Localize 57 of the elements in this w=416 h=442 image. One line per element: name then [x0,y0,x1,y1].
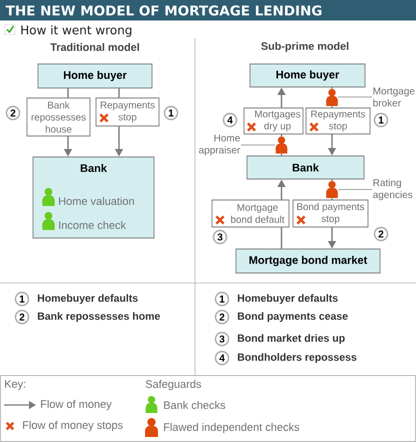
note-text: Bondholders repossess [238,353,356,363]
legend-label: Flow of money stops [23,420,123,432]
callout-number: 1 [14,292,30,306]
leader-line [338,96,372,98]
callout-number: 2 [374,226,388,242]
callout-number: 2 [214,310,230,324]
connector-line [67,88,69,98]
process-box: Bank [246,156,364,180]
person-icon [276,136,288,154]
checkbox-label: How it went wrong [21,25,132,37]
step-box: Repayments stop [96,98,160,126]
legend-label: Flow of money [41,400,112,410]
legend-heading: Key: [5,380,26,390]
connector-line [280,154,282,156]
process-box: Mortgage bond market [236,248,380,274]
annotation-text: Mortgage broker [373,88,414,106]
annotation-text: Rating agencies [373,178,412,200]
annotation-text: Home appraiser [199,134,240,156]
connector-line [331,87,333,89]
step-box: Bond payments stop [292,200,368,228]
note-text: Homebuyer defaults [38,294,138,304]
step-box: Mortgage bond default [212,200,290,228]
person-icon [326,181,338,198]
legend-label: Bank checks [164,400,226,410]
note-text: Homebuyer defaults [238,294,338,304]
connector-line [331,106,333,108]
legend-heading: Safeguards [146,380,202,390]
step-box: Mortgages dry up [244,108,304,134]
callout-number: 3 [214,332,230,346]
legend-label: Flawed independent checks [164,422,300,434]
step-box: Bank repossesses house [26,98,90,136]
process-box: Home buyer [38,64,152,88]
leader-line [338,189,372,190]
section-heading: Sub-prime model [261,42,348,52]
callout-number: 1 [374,112,388,128]
callout-number: 4 [214,350,230,366]
step-box: Repayments stop [306,108,370,134]
section-heading: Traditional model [50,43,139,51]
callout-number: 1 [214,292,230,306]
connector-line [280,134,282,136]
callout-number: 3 [212,230,228,244]
callout-number: 2 [6,106,20,120]
connector-line [331,179,333,181]
leader-line [240,144,276,146]
person-icon [326,89,338,106]
connector-line [118,88,120,98]
note-text: Bank repossesses home [38,312,160,322]
callout-number: 4 [222,112,238,128]
connector-line [280,227,282,249]
title-bar: THE NEW MODEL OF MORTGAGE LENDING [0,0,416,20]
connector-line [331,198,333,200]
note-text: Bond market dries up [238,334,345,344]
process-box: Home buyer [250,64,366,88]
callout-number: 1 [164,106,178,120]
note-text: Bond payments cease [238,312,348,322]
process-box: Bank Home valuation Income check [32,156,154,238]
callout-number: 2 [14,310,30,324]
